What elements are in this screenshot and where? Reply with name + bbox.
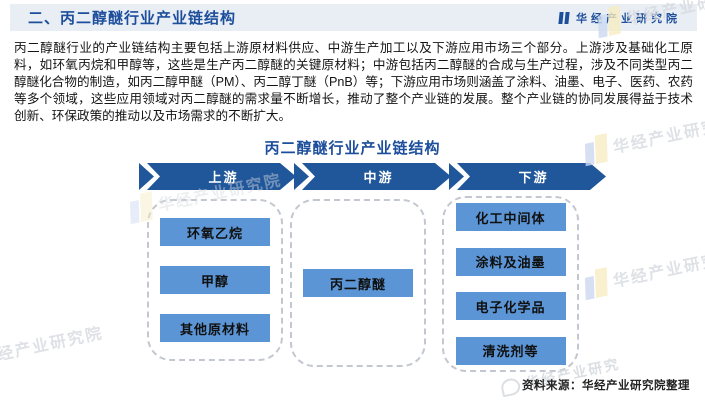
diagram-title: 丙二醇醚行业产业链结构 bbox=[264, 140, 441, 157]
watermark: 华经产业研究院 bbox=[0, 325, 105, 368]
brand-logo: 华经产业研究院 bbox=[558, 10, 697, 26]
page-title: 二、丙二醇醚行业产业链结构 bbox=[28, 10, 237, 27]
watermark-logo-icon bbox=[582, 267, 610, 301]
node-propylene-glycol-ether: 丙二醇醚 bbox=[303, 269, 413, 297]
upstream-group: 环氧乙烷 甲醇 其他原材料 bbox=[147, 199, 283, 361]
midstream-group: 丙二醇醚 bbox=[290, 199, 426, 367]
source-note: 资料来源：华经产业研究院整理 bbox=[522, 380, 690, 392]
stage-header-midstream: 中游 bbox=[294, 163, 451, 190]
node-coatings-inks: 涂料及油墨 bbox=[455, 247, 566, 276]
stage-label-downstream: 下游 bbox=[457, 163, 606, 190]
book-icon bbox=[558, 11, 570, 24]
node-cleaning-agents: 清洗剂等 bbox=[455, 336, 566, 365]
stage-label-midstream: 中游 bbox=[302, 163, 451, 190]
watermark: 华经产业研究院 bbox=[582, 240, 705, 301]
node-chemical-intermediates: 化工中间体 bbox=[455, 203, 566, 231]
stage-header-upstream: 上游 bbox=[139, 163, 296, 190]
node-ethylene-oxide: 环氧乙烷 bbox=[160, 218, 270, 246]
stage-header-downstream: 下游 bbox=[449, 163, 606, 190]
watermark-swirl-icon bbox=[499, 376, 522, 397]
brand-name: 华经产业研究院 bbox=[576, 12, 681, 25]
intro-paragraph: 丙二醇醚行业的产业链结构主要包括上游原材料供应、中游生产加工以及下游应用市场三个… bbox=[14, 41, 693, 123]
downstream-group: 化工中间体 涂料及油墨 电子化学品 清洗剂等 bbox=[442, 196, 579, 372]
node-electronic-chemicals: 电子化学品 bbox=[455, 292, 566, 321]
node-other-materials: 其他原材料 bbox=[160, 314, 270, 342]
stage-label-upstream: 上游 bbox=[147, 163, 296, 190]
header-bar: 二、丙二醇醚行业产业链结构 华经产业研究院 bbox=[10, 4, 697, 31]
node-methanol: 甲醇 bbox=[160, 266, 270, 294]
